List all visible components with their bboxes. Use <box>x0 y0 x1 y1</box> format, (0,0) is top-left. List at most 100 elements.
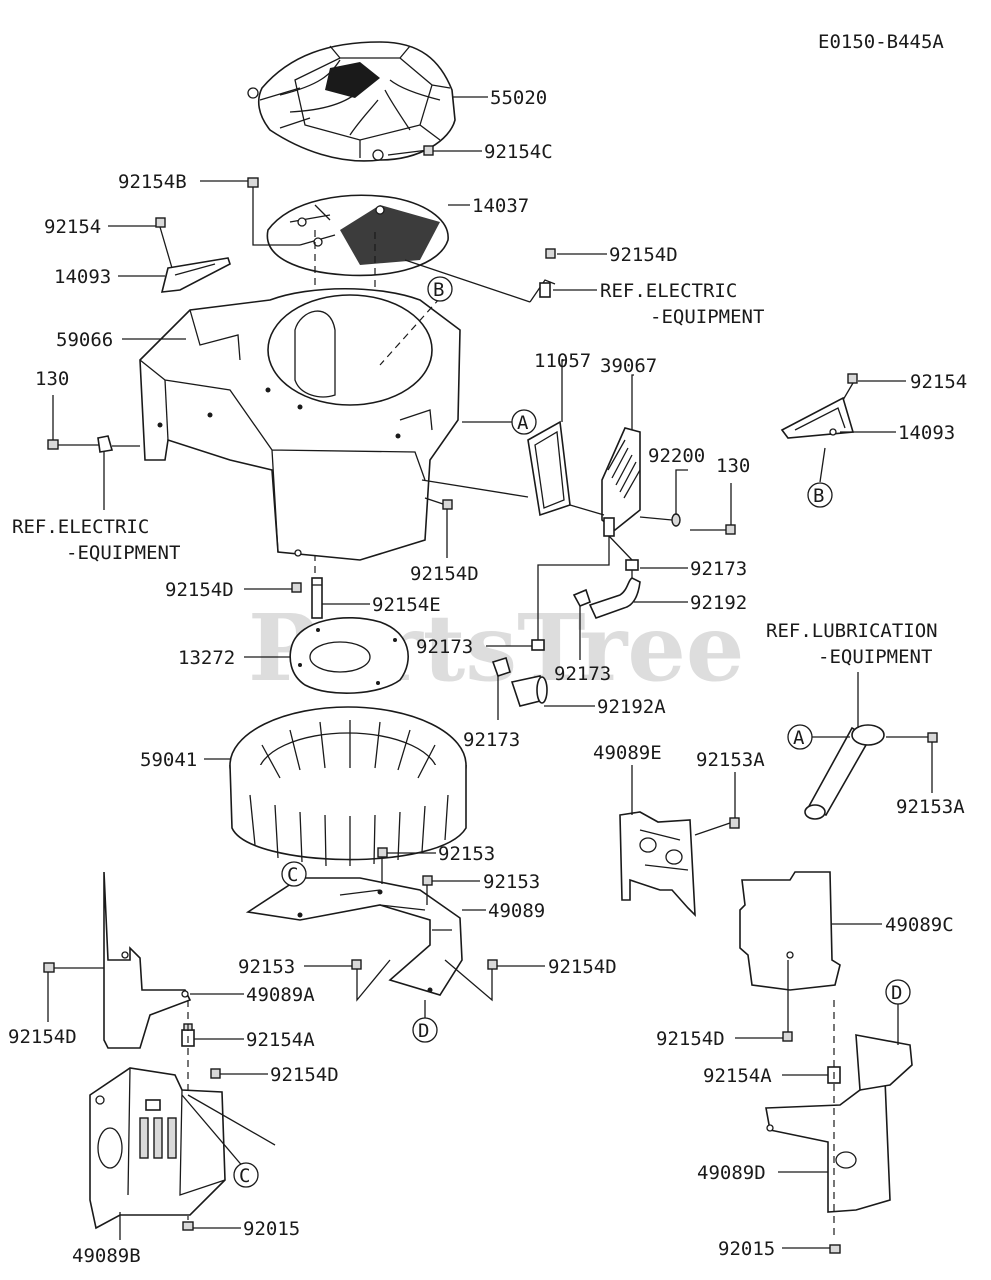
clamp-92173-b[interactable] <box>572 588 591 608</box>
part-59066-blower-housing[interactable] <box>139 288 461 561</box>
callout-49089A[interactable]: 49089A <box>246 984 315 1006</box>
callout-92154B[interactable]: 92154B <box>118 171 187 193</box>
callout-92153-a[interactable]: 92153 <box>438 843 495 865</box>
callout-92015-left[interactable]: 92015 <box>243 1218 300 1240</box>
part-13272-plate[interactable] <box>289 617 409 694</box>
part-14093-cover-left[interactable] <box>160 257 231 293</box>
callout-92154D-bottom[interactable]: 92154D <box>656 1028 725 1050</box>
callout-92154A-right[interactable]: 92154A <box>703 1065 772 1087</box>
part-49089-fan-guide[interactable] <box>245 877 463 996</box>
ref-marker-C-bottom[interactable] <box>233 1162 259 1188</box>
ref-marker-D-right[interactable] <box>885 979 911 1005</box>
part-49089B-shroud[interactable] <box>89 1067 226 1230</box>
nut-92015-right[interactable] <box>829 1244 841 1254</box>
ref-marker-D-plate[interactable] <box>412 1017 438 1043</box>
callout-92154D-low[interactable]: 92154D <box>548 956 617 978</box>
clamp-92173-d[interactable] <box>491 656 511 678</box>
callout-59041[interactable]: 59041 <box>140 749 197 771</box>
bolt-92154D-low[interactable] <box>487 959 498 970</box>
callout-92154E[interactable]: 92154E <box>372 594 441 616</box>
callout-14093-right[interactable]: 14093 <box>898 422 955 444</box>
part-49089A-bracket[interactable] <box>103 871 192 1049</box>
bolt-130-right[interactable] <box>690 524 736 535</box>
callout-92015-right[interactable]: 92015 <box>718 1238 775 1260</box>
callout-92154C[interactable]: 92154C <box>484 141 553 163</box>
callout-92173-b[interactable]: 92173 <box>416 636 473 658</box>
callout-13272[interactable]: 13272 <box>178 647 235 669</box>
callout-92192A[interactable]: 92192A <box>597 696 666 718</box>
callout-92153-b[interactable]: 92153 <box>483 871 540 893</box>
callout-92154D-far-left[interactable]: 92154D <box>8 1026 77 1048</box>
callout-92153A-top[interactable]: 92153A <box>696 749 765 771</box>
callout-92154-right[interactable]: 92154 <box>910 371 967 393</box>
part-ref-lubrication-tube <box>804 724 885 820</box>
diagram-code: E0150-B445A <box>818 31 944 53</box>
ref-marker-B-top[interactable] <box>427 276 453 302</box>
bolt-92153-c[interactable] <box>351 959 362 970</box>
callout-92154D-right-low[interactable]: 92154D <box>270 1064 339 1086</box>
part-11057-plate[interactable] <box>527 420 571 517</box>
callout-49089B[interactable]: 49089B <box>72 1245 141 1267</box>
bolt-92154-left[interactable] <box>155 217 173 269</box>
bolt-92154D-left[interactable] <box>291 582 302 593</box>
callout-92154D-top[interactable]: 92154D <box>609 244 678 266</box>
hose-92192[interactable] <box>588 577 641 619</box>
washer-92200[interactable] <box>671 513 681 527</box>
bolt-92154D-top[interactable] <box>539 248 556 298</box>
ref-lubrication-line2: -EQUIPMENT <box>818 646 932 668</box>
bolt-92154B[interactable] <box>247 177 300 246</box>
ref-marker-A-right[interactable] <box>787 724 813 750</box>
hose-92192A[interactable] <box>510 675 548 707</box>
nut-92015-left[interactable] <box>182 1221 194 1231</box>
bolt-92154-right[interactable] <box>842 373 858 401</box>
callout-49089E[interactable]: 49089E <box>593 742 662 764</box>
callout-92154D-mid[interactable]: 92154D <box>410 563 479 585</box>
callout-39067[interactable]: 39067 <box>600 355 657 377</box>
bolt-130-left[interactable] <box>47 439 100 450</box>
callout-130-left[interactable]: 130 <box>35 368 69 390</box>
bolt-92153A-top[interactable] <box>729 817 740 829</box>
ref-marker-C-plate[interactable] <box>281 861 307 887</box>
clamp-92173-a[interactable] <box>625 559 639 580</box>
callout-49089C[interactable]: 49089C <box>885 914 954 936</box>
bolt-92154E[interactable] <box>311 577 323 619</box>
callout-92173-a[interactable]: 92173 <box>690 558 747 580</box>
bolt-92153-a[interactable] <box>377 847 388 858</box>
bolt-92153-b[interactable] <box>422 875 433 886</box>
bolt-92154D-bottom[interactable] <box>782 1031 793 1042</box>
bolt-92154D-mid[interactable] <box>442 499 453 510</box>
part-14037-screen[interactable] <box>266 194 449 277</box>
part-49089C-shroud[interactable] <box>739 871 841 991</box>
callout-92192[interactable]: 92192 <box>690 592 747 614</box>
callout-92200[interactable]: 92200 <box>648 445 705 467</box>
clamp-92173-c[interactable] <box>531 639 545 651</box>
part-39067-oil-cooler[interactable] <box>601 427 641 537</box>
callout-11057[interactable]: 11057 <box>534 350 591 372</box>
callout-92154D-left[interactable]: 92154D <box>165 579 234 601</box>
part-49089D-shroud[interactable] <box>765 1034 913 1213</box>
callout-92153-c[interactable]: 92153 <box>238 956 295 978</box>
part-55020-recoil-cover[interactable] <box>247 41 456 162</box>
bolt-92154D-right-low[interactable] <box>210 1068 221 1079</box>
ref-electric-top-line2: -EQUIPMENT <box>650 306 764 328</box>
part-49089E-bracket[interactable] <box>619 811 696 918</box>
callout-92154A-left[interactable]: 92154A <box>246 1029 315 1051</box>
callout-49089D[interactable]: 49089D <box>697 1162 766 1184</box>
callout-49089[interactable]: 49089 <box>488 900 545 922</box>
callout-14093-left[interactable]: 14093 <box>54 266 111 288</box>
callout-92154-left[interactable]: 92154 <box>44 216 101 238</box>
callout-59066[interactable]: 59066 <box>56 329 113 351</box>
bolt-92154C[interactable] <box>423 145 482 156</box>
callout-14037[interactable]: 14037 <box>472 195 529 217</box>
ref-marker-A-housing[interactable] <box>511 409 537 435</box>
callout-55020[interactable]: 55020 <box>490 87 547 109</box>
bolt-92153A-right[interactable] <box>886 732 938 743</box>
callout-130-right[interactable]: 130 <box>716 455 750 477</box>
ref-marker-B-right[interactable] <box>807 482 833 508</box>
callout-92153A-right[interactable]: 92153A <box>896 796 965 818</box>
part-59041-fan[interactable] <box>229 706 467 867</box>
bolt-92154D-far-left[interactable] <box>43 962 104 973</box>
callout-92173-d[interactable]: 92173 <box>463 729 520 751</box>
callout-92173-c[interactable]: 92173 <box>554 663 611 685</box>
